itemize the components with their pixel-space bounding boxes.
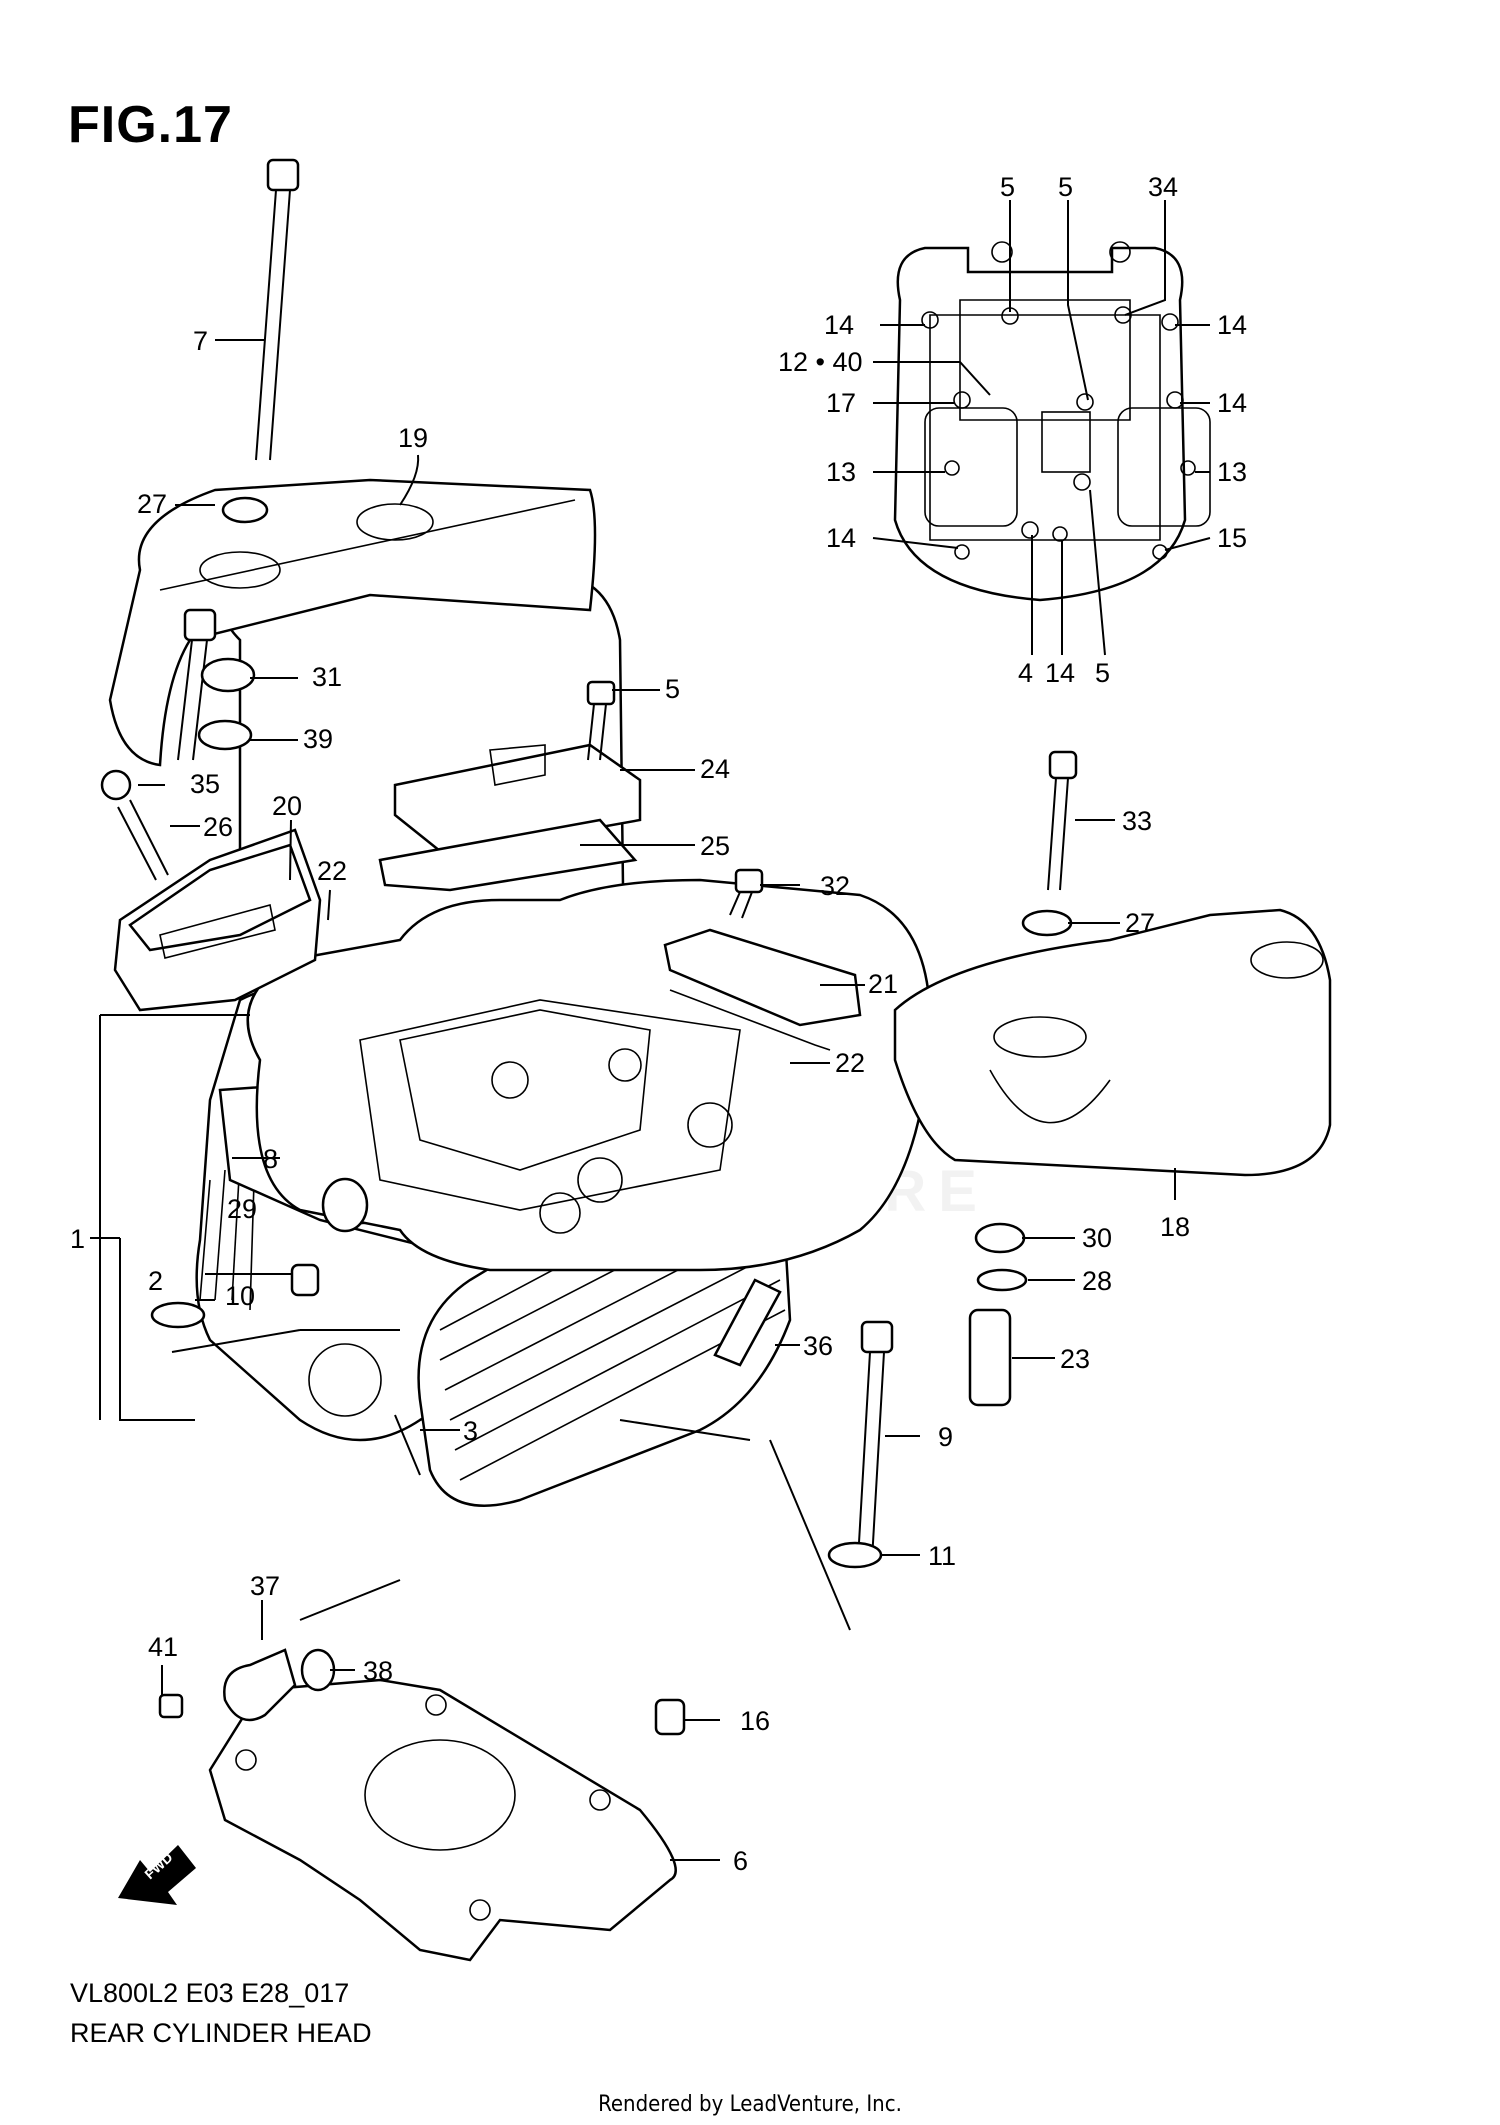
callout-18: 18 [1160, 1212, 1190, 1242]
callout-20: 20 [272, 791, 302, 821]
callout-35: 35 [190, 769, 220, 799]
callout-1: 1 [70, 1224, 85, 1254]
callout-30: 30 [1082, 1223, 1112, 1253]
callout-13a: 13 [826, 457, 856, 487]
render-credit: Rendered by LeadVenture, Inc. [598, 2092, 902, 2117]
callout-39: 39 [303, 724, 333, 754]
tappet-cover-left [113, 828, 322, 1012]
callout-17: 17 [826, 388, 856, 418]
callout-14b: 14 [1217, 310, 1247, 340]
cover-21 [663, 928, 862, 1051]
figure-title: FIG.17 [68, 96, 233, 154]
callout-22b: 22 [835, 1048, 865, 1078]
callout-19: 19 [398, 423, 428, 453]
callout-33: 33 [1122, 806, 1152, 836]
side-cover-18 [893, 908, 1332, 1177]
callout-41: 41 [148, 1632, 178, 1662]
callout-37: 37 [250, 1571, 280, 1601]
callout-5d: 5 [1095, 658, 1110, 688]
fwd-arrow-icon: FWD [118, 1845, 196, 1905]
callout-27: 27 [137, 489, 167, 519]
head-gasket-6 [208, 1678, 677, 1962]
callout-34: 34 [1148, 172, 1178, 202]
head-top-view-inset [893, 241, 1211, 602]
callout-14d: 14 [826, 523, 856, 553]
callout-23: 23 [1060, 1344, 1090, 1374]
callout-9: 9 [938, 1422, 953, 1452]
callout-5b: 5 [1000, 172, 1015, 202]
callout-21: 21 [868, 969, 898, 999]
callout-26: 26 [203, 812, 233, 842]
callout-3: 3 [463, 1416, 478, 1446]
callout-36: 36 [803, 1331, 833, 1361]
callout-14e: 14 [1045, 658, 1075, 688]
callout-27b: 27 [1125, 908, 1155, 938]
callout-28: 28 [1082, 1266, 1112, 1296]
figure-caption: REAR CYLINDER HEAD [70, 2018, 372, 2048]
callout-6: 6 [733, 1846, 748, 1876]
figure-code: VL800L2 E03 E28_017 [70, 1978, 350, 2008]
callout-32: 32 [820, 871, 850, 901]
callout-5c: 5 [1058, 172, 1073, 202]
callout-2: 2 [148, 1266, 163, 1296]
callout-25: 25 [700, 831, 730, 861]
callout-5a: 5 [665, 674, 680, 704]
callout-12-40: 12 • 40 [778, 347, 863, 377]
leader-lines [90, 200, 1211, 1861]
callout-4: 4 [1018, 658, 1033, 688]
callout-labels: 7 19 27 31 39 35 20 26 22 5 24 25 32 21 … [70, 172, 1247, 1876]
callout-7: 7 [193, 326, 208, 356]
callout-29: 29 [227, 1194, 257, 1224]
callout-11: 11 [928, 1541, 956, 1571]
callout-24: 24 [700, 754, 730, 784]
callout-22a: 22 [317, 856, 347, 886]
callout-14a: 14 [824, 310, 854, 340]
side-cover-19 [108, 478, 597, 767]
breather-plate-24 [378, 743, 642, 892]
callout-16: 16 [740, 1706, 770, 1736]
callout-8: 8 [263, 1144, 278, 1174]
callout-13b: 13 [1217, 457, 1247, 487]
callout-10: 10 [225, 1281, 255, 1311]
callout-31: 31 [312, 662, 342, 692]
callout-14c: 14 [1217, 388, 1247, 418]
callout-15: 15 [1217, 523, 1247, 553]
callout-38: 38 [363, 1656, 393, 1686]
